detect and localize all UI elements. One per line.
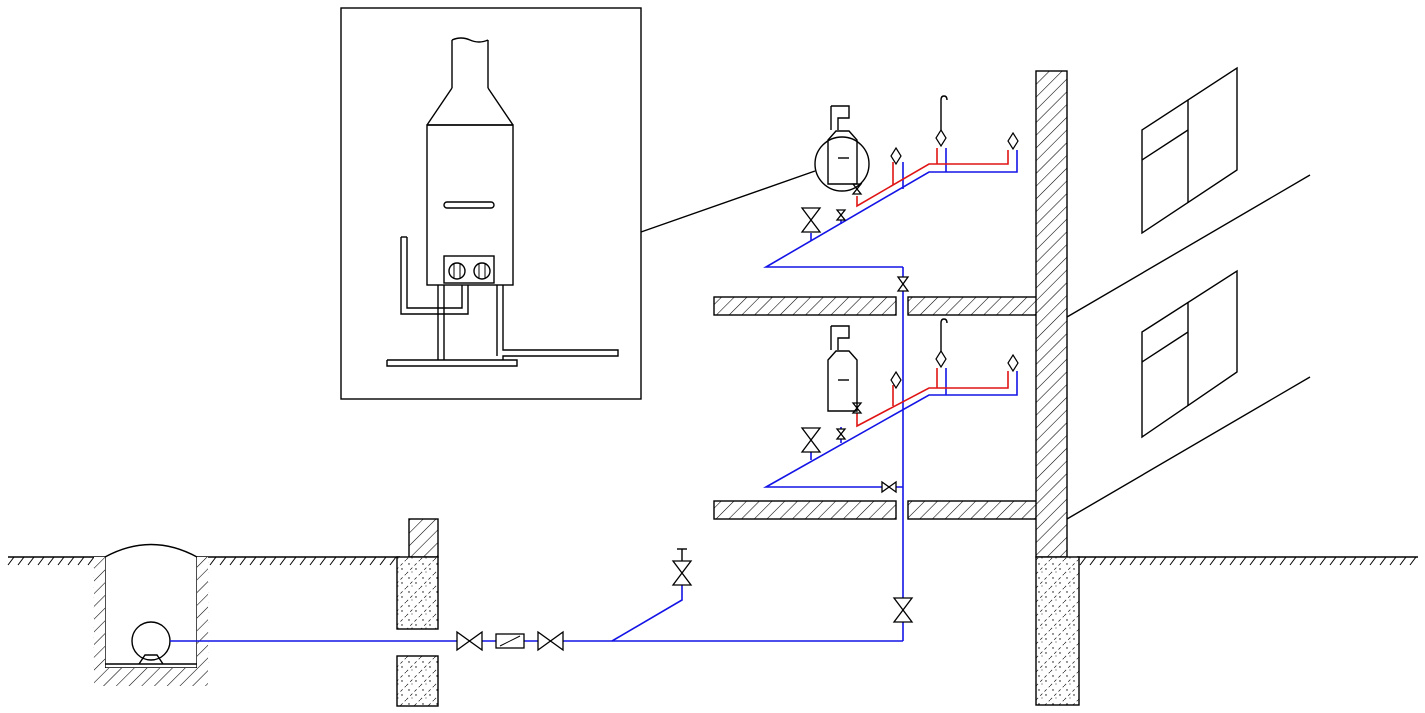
upper-heater-outlet-valve (851, 183, 863, 195)
lower-faucet-1 (890, 370, 902, 390)
foundation-wall-below-grade (396, 556, 439, 630)
upper-faucet-1 (890, 146, 902, 166)
detail-callout-leader (640, 170, 816, 233)
water-meter (495, 633, 525, 649)
facade (1066, 174, 1311, 520)
heater-flue (426, 37, 514, 126)
window-lower (1141, 269, 1238, 439)
detail-inset (340, 7, 642, 400)
upper-riser-valve (896, 276, 910, 292)
lower-gate-valve (800, 427, 822, 453)
lower-faucet-2 (1007, 353, 1019, 373)
heater-connection-pipes (386, 236, 619, 367)
floor-slab-upper (713, 296, 1053, 316)
upper-shower-head (935, 95, 948, 148)
branch-valve-upright (671, 548, 693, 586)
lower-floor-hot-pipes (856, 368, 1009, 428)
lower-shower-head (935, 318, 948, 369)
floor-slab-lower (713, 500, 1053, 520)
lower-gas-water-heater (827, 325, 858, 412)
main-supply-line (170, 267, 904, 642)
heater-body (426, 124, 514, 286)
foundation-wall-upper (408, 518, 439, 558)
well-pump (131, 621, 171, 665)
riser-valve (892, 597, 914, 623)
building-wall (1035, 70, 1068, 558)
water-meter-well (94, 543, 208, 686)
main-gate-valve-1 (456, 630, 483, 652)
foundation-block (396, 655, 439, 707)
lower-branch-valve (881, 480, 897, 494)
upper-floor-hot-pipes (856, 148, 1009, 208)
upper-gate-valve (800, 207, 822, 233)
lower-heater-inlet-valve (835, 428, 847, 440)
building-wall-foundation (1035, 556, 1080, 706)
heater-control-knobs (448, 262, 491, 280)
upper-gas-water-heater (814, 105, 870, 192)
main-gate-valve-2 (537, 630, 564, 652)
upper-heater-inlet-valve (835, 209, 847, 221)
window-upper (1141, 66, 1238, 235)
ground-line (7, 556, 1418, 669)
upper-faucet-2 (1007, 131, 1019, 151)
